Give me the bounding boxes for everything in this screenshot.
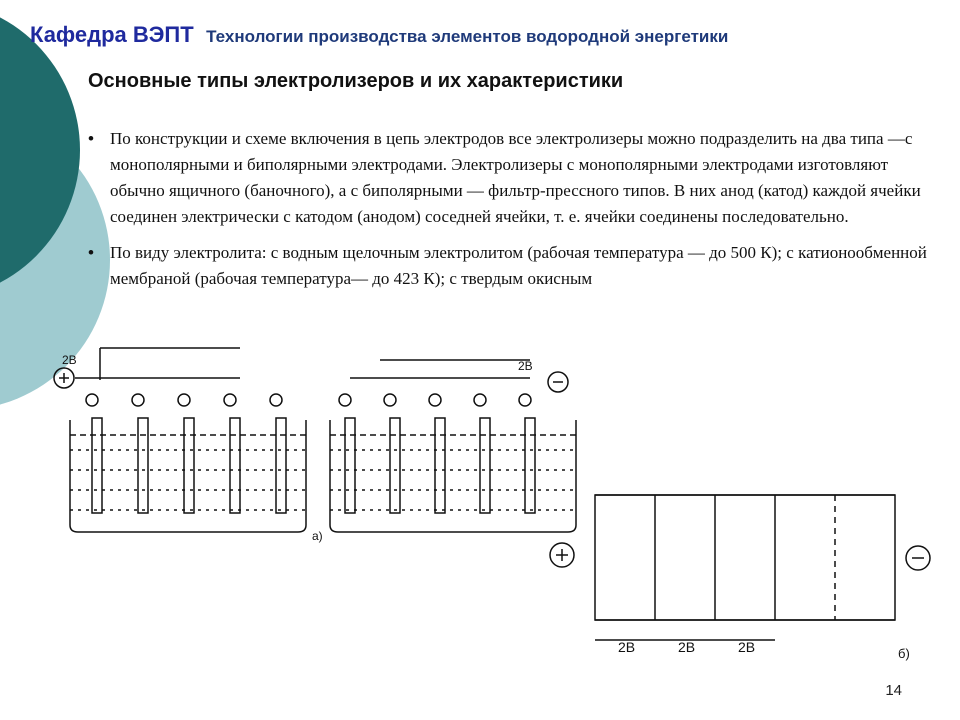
bullet-item: • По конструкции и схеме включения в цеп… (88, 126, 938, 230)
minus-terminal-right (547, 371, 569, 393)
slide-title: Основные типы электролизеров и их характ… (88, 70, 624, 92)
bipolar-voltage-label: 2В (738, 639, 755, 655)
bipolar-voltage-label: 2В (678, 639, 695, 655)
electrolyzer-figure: 2В 2В а) (53, 347, 931, 661)
panel-a-label: а) (312, 529, 323, 543)
dark-teal-circle (0, 17, 80, 283)
plus-terminal-bipolar (549, 542, 575, 568)
decorative-circles (0, 17, 110, 405)
bullet-dot-icon: • (88, 243, 94, 262)
monopolar-tank-right (329, 420, 577, 533)
header: Кафедра ВЭПТ Технологии производства эле… (30, 22, 728, 48)
panel-b-label: б) (898, 646, 910, 661)
bipolar-stack (549, 494, 931, 641)
electrodes-right (338, 393, 536, 514)
course-subject: Технологии производства элементов водоро… (206, 27, 729, 46)
bullet-dot-icon: • (88, 129, 94, 148)
bullet-text: По конструкции и схеме включения в цепь … (110, 129, 921, 226)
bipolar-voltage-label: 2В (618, 639, 635, 655)
minus-terminal-bipolar (905, 545, 931, 571)
plus-terminal-left (53, 367, 75, 389)
voltage-label: 2В (518, 359, 533, 373)
bullet-text: По виду электролита: с водным щелочным э… (110, 243, 927, 288)
monopolar-tank-left (69, 420, 307, 533)
bullet-item: • По виду электролита: с водным щелочным… (88, 240, 938, 294)
department-name: Кафедра ВЭПТ (30, 22, 194, 47)
voltage-label: 2В (62, 353, 77, 367)
electrodes-left (85, 393, 287, 514)
bullet-list: • По конструкции и схеме включения в цеп… (88, 126, 938, 294)
page-number: 14 (885, 682, 902, 699)
